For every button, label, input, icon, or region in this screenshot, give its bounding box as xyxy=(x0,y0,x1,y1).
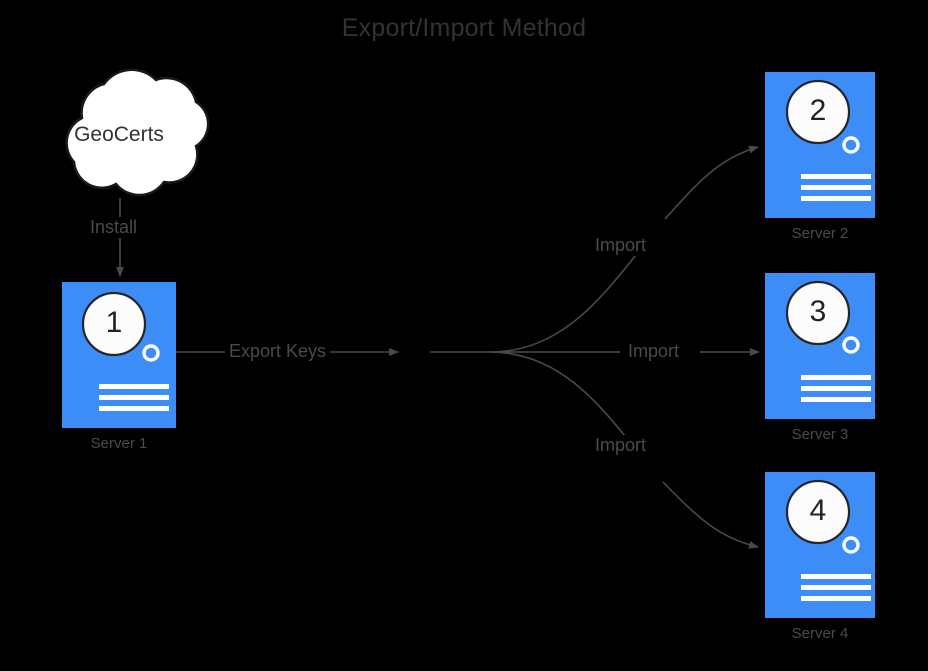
config-lines-icon xyxy=(801,375,871,402)
cloud-label: GeoCerts xyxy=(74,123,164,146)
edge-import-2-label: Import xyxy=(591,235,651,256)
edge-import-3-label: Import xyxy=(624,341,684,362)
config-lines-icon xyxy=(801,574,871,601)
edge-install-label: Install xyxy=(86,217,142,238)
server-3-shape[interactable] xyxy=(765,273,875,419)
server-4-shape[interactable] xyxy=(765,472,875,618)
config-lines-icon xyxy=(801,174,871,201)
server-1-badge: 1 xyxy=(105,306,123,339)
server-3-badge: 3 xyxy=(809,295,827,328)
server-1-shape[interactable] xyxy=(62,282,176,428)
edge-import-4-line xyxy=(489,351,759,549)
server-4-label: Server 4 xyxy=(791,625,849,642)
status-ring-icon xyxy=(842,536,860,554)
edge-export-keys-label: Export Keys xyxy=(225,341,331,362)
status-ring-icon xyxy=(842,336,860,354)
config-lines-icon xyxy=(99,384,169,411)
server-1-label: Server 1 xyxy=(90,435,148,452)
server-2-badge: 2 xyxy=(809,94,827,127)
server-4-badge: 4 xyxy=(809,494,827,527)
page-title: Export/Import Method xyxy=(341,14,587,42)
server-2-shape[interactable] xyxy=(765,72,875,218)
edge-import-2-line xyxy=(489,145,759,353)
status-ring-icon xyxy=(142,344,160,362)
edge-import-4-label: Import xyxy=(591,435,651,456)
server-2-label: Server 2 xyxy=(791,225,849,242)
status-ring-icon xyxy=(842,136,860,154)
server-3-label: Server 3 xyxy=(791,426,849,443)
cloud-icon xyxy=(65,68,210,197)
